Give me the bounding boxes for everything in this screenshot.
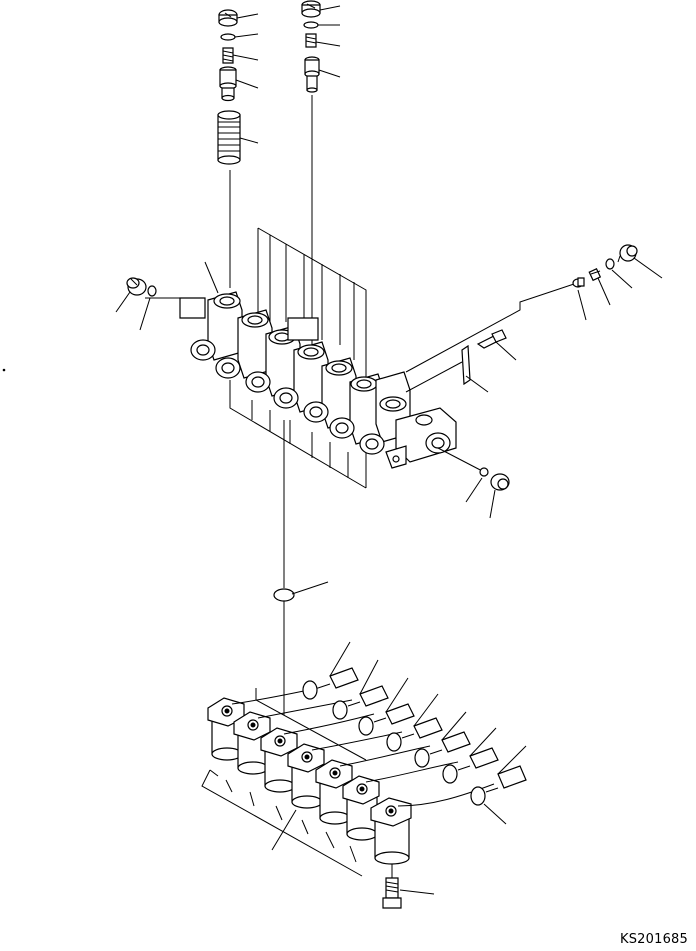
- center-axis: [274, 420, 328, 715]
- solenoid-5[interactable]: [316, 760, 352, 824]
- left-spool-stack: [218, 10, 258, 288]
- o-ring-right[interactable]: [304, 22, 318, 28]
- solenoid-1[interactable]: [208, 698, 244, 760]
- valve-body[interactable]: [145, 292, 456, 468]
- valve-section-2[interactable]: [216, 310, 272, 378]
- catalog-id-label: KS201685: [619, 932, 688, 947]
- plunger-left[interactable]: [220, 67, 236, 101]
- right-spool-stack: [302, 1, 340, 345]
- bolt-side[interactable]: [478, 330, 506, 348]
- spring-side[interactable]: [589, 269, 600, 281]
- valve-section-6[interactable]: [330, 374, 384, 444]
- plug-cap-left[interactable]: [219, 10, 237, 26]
- connector-6[interactable]: [443, 748, 498, 783]
- plate-side[interactable]: [462, 346, 470, 384]
- o-ring-side[interactable]: [606, 259, 614, 269]
- left-plug-group: [116, 278, 156, 330]
- leader-bracket-upper: [205, 228, 366, 488]
- connector-7[interactable]: [471, 766, 526, 805]
- o-ring-left[interactable]: [221, 34, 235, 40]
- valve-section-3[interactable]: [246, 326, 300, 396]
- spring-right[interactable]: [306, 34, 316, 47]
- spool-left[interactable]: [218, 111, 240, 164]
- solenoid-2[interactable]: [234, 712, 270, 774]
- plunger-right[interactable]: [305, 57, 319, 92]
- solenoid-bank: [202, 642, 526, 876]
- valve-section-4[interactable]: [274, 318, 328, 412]
- plug-cap-right[interactable]: [302, 1, 320, 17]
- connector-5[interactable]: [415, 732, 470, 767]
- solenoid-7[interactable]: [371, 798, 411, 864]
- plug-right-side[interactable]: [618, 245, 637, 262]
- o-ring-left-side[interactable]: [148, 286, 156, 296]
- connector-2[interactable]: [333, 686, 388, 719]
- spring-left[interactable]: [223, 48, 233, 63]
- right-parts-group: [406, 245, 662, 518]
- mounting-bolt[interactable]: [383, 864, 434, 908]
- valve-section-1[interactable]: [191, 292, 242, 360]
- o-ring-center[interactable]: [274, 589, 294, 601]
- valve-end-block[interactable]: [386, 408, 456, 468]
- check-valve-poppet[interactable]: [573, 278, 584, 287]
- plug-lower-right[interactable]: [480, 468, 509, 490]
- connector-4[interactable]: [387, 718, 442, 751]
- connector-3[interactable]: [359, 704, 414, 735]
- plug-left-side[interactable]: [127, 278, 146, 295]
- valve-section-5[interactable]: [304, 358, 356, 428]
- connector-1[interactable]: [303, 668, 358, 699]
